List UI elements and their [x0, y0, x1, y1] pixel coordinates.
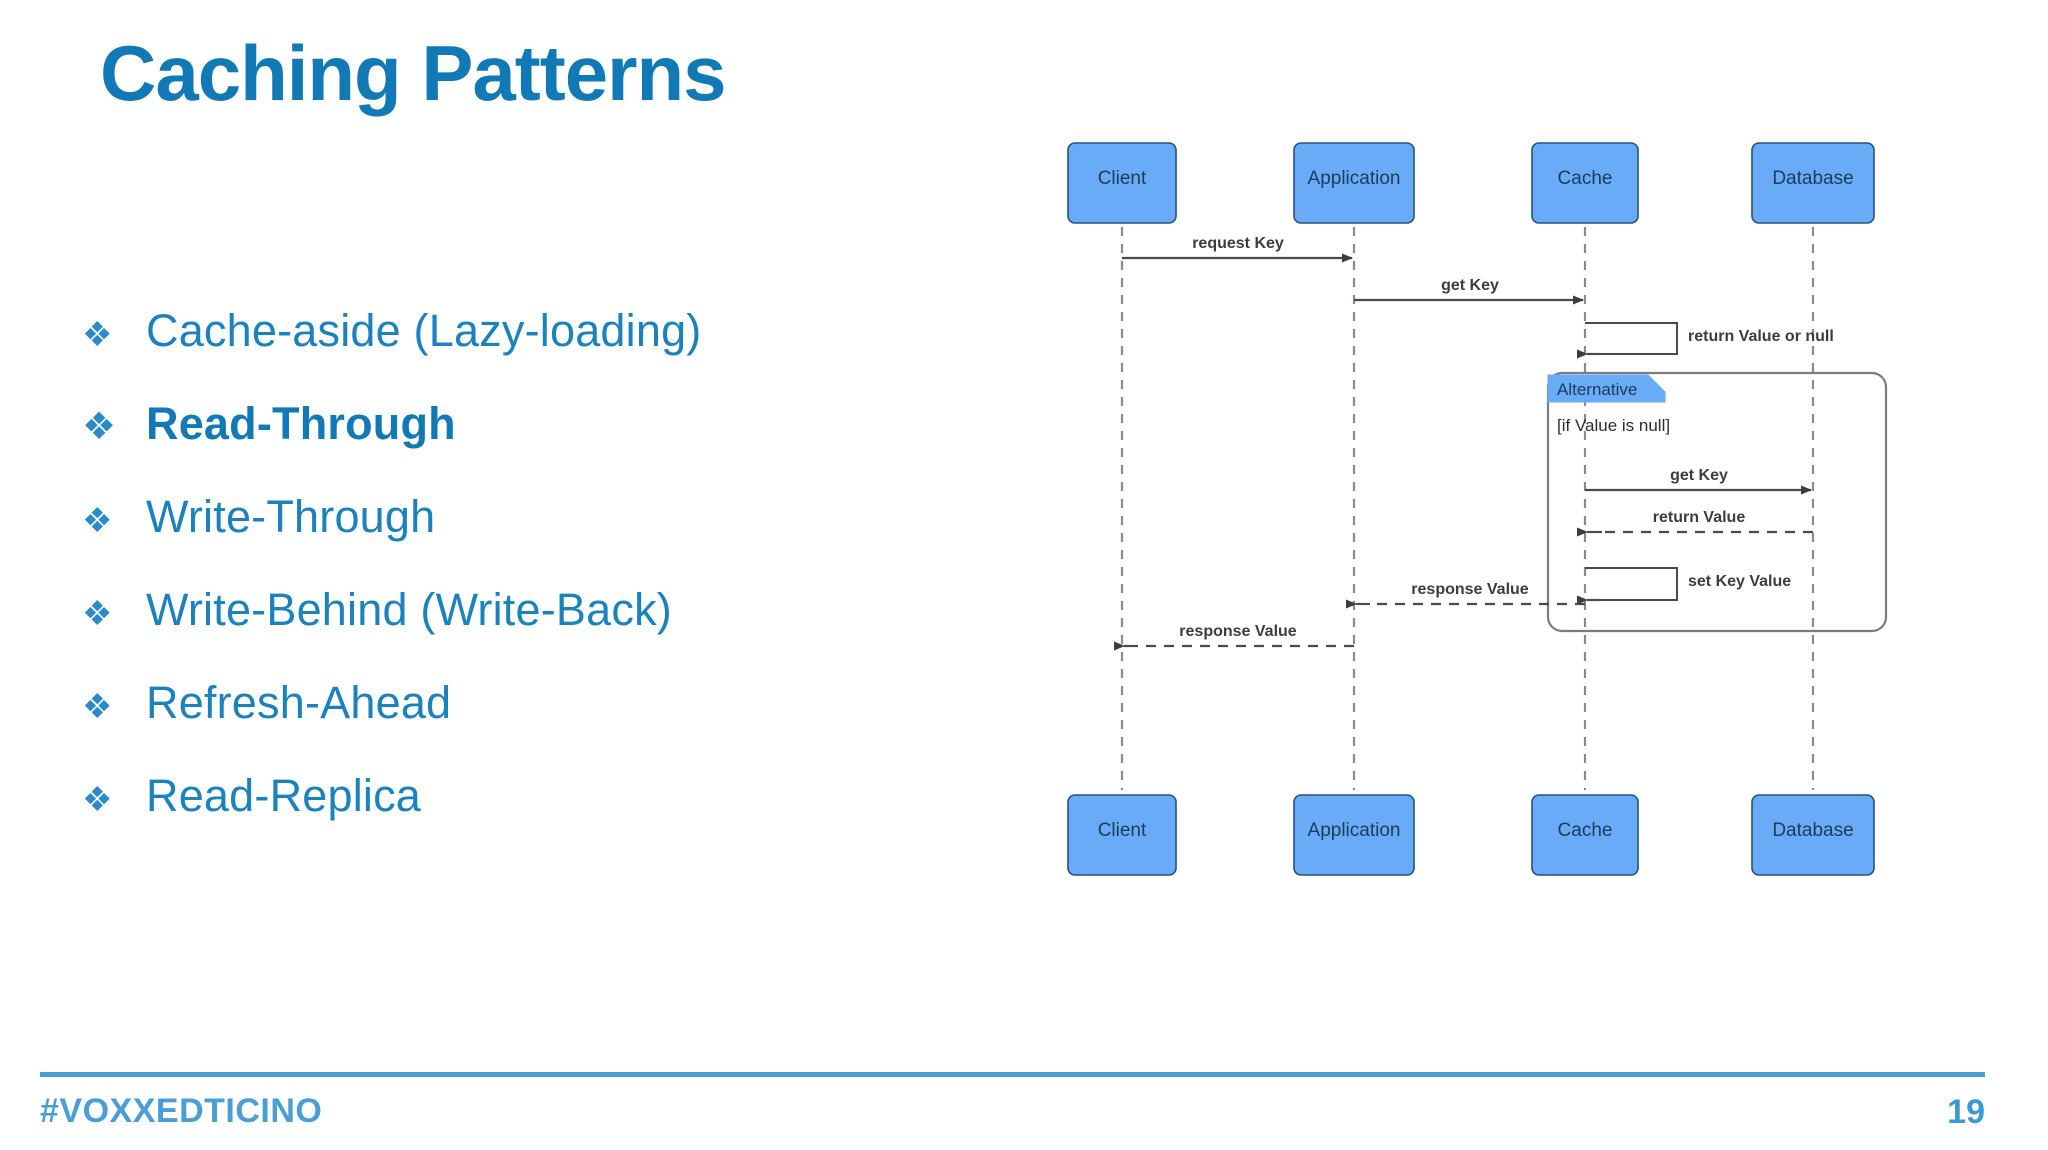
participant-box[interactable]: [1067, 142, 1177, 224]
participant-box[interactable]: [1293, 142, 1415, 224]
participant-footer-database[interactable]: Database: [1751, 794, 1875, 876]
message-label: return Value or null: [1688, 328, 1834, 345]
participant-box[interactable]: [1531, 142, 1639, 224]
self-message-loop: [1585, 322, 1678, 355]
message-label: get Key: [1441, 277, 1499, 294]
participant-footer-application[interactable]: Application: [1293, 794, 1415, 876]
message-get-key-app-cache: get Key: [1354, 277, 1584, 305]
self-message-loop: [1585, 567, 1678, 601]
diamond-bullet-icon: ❖: [82, 406, 117, 448]
participant-label: Application: [1308, 820, 1401, 841]
participant-label: Database: [1772, 168, 1853, 189]
participant-label: Client: [1098, 820, 1147, 841]
diamond-bullet-icon: ❖: [82, 595, 113, 633]
list-item[interactable]: ❖ Cache-aside (Lazy-loading): [82, 305, 882, 398]
message-request-key: request Key: [1122, 235, 1353, 263]
fragment-operator-tab: [1547, 374, 1666, 403]
participant-label: Cache: [1558, 168, 1613, 189]
caching-patterns-list: ❖ Cache-aside (Lazy-loading) ❖ Read-Thro…: [82, 305, 882, 863]
participant-footer-client[interactable]: Client: [1067, 794, 1177, 876]
lifelines: [1120, 210, 1815, 790]
message-label: response Value: [1179, 623, 1296, 640]
participant-label: Cache: [1558, 820, 1613, 841]
participant-label: Application: [1308, 168, 1401, 189]
message-label: get Key: [1670, 467, 1728, 484]
participant-header-application[interactable]: Application: [1293, 142, 1415, 224]
message-return-value-or-null: return Value or null: [1577, 322, 1834, 359]
message-response-value-app-client: response Value: [1114, 623, 1354, 651]
message-return-value: return Value: [1577, 509, 1813, 537]
footer-divider: [40, 1072, 1985, 1077]
participant-label: Database: [1772, 820, 1853, 841]
message-label: response Value: [1411, 581, 1528, 598]
list-item[interactable]: ❖ Read-Replica: [82, 770, 882, 863]
list-item-label: Refresh-Ahead: [146, 677, 452, 728]
fragment-operator-label: Alternative: [1557, 380, 1637, 399]
fragment-border: [1546, 371, 1888, 633]
message-label: request Key: [1192, 235, 1284, 252]
page-number: 19: [1947, 1093, 1985, 1131]
list-item[interactable]: ❖ Read-Through: [82, 398, 882, 491]
list-item-label: Read-Through: [146, 398, 456, 449]
participant-header-cache[interactable]: Cache: [1531, 142, 1639, 224]
list-item-label: Write-Through: [146, 491, 436, 542]
list-item-label: Read-Replica: [146, 770, 422, 821]
diamond-bullet-icon: ❖: [82, 316, 113, 354]
uml-sequence-diagram: Client Application Cache Database reques…: [1040, 130, 1940, 990]
fragment-alternative: Alternative [if Value is null] get Key r…: [1546, 371, 1888, 633]
list-item[interactable]: ❖ Write-Behind (Write-Back): [82, 584, 882, 677]
fragment-condition-label: [if Value is null]: [1557, 416, 1670, 435]
list-item-label: Write-Behind (Write-Back): [146, 584, 672, 635]
message-label: return Value: [1653, 509, 1746, 526]
participant-box[interactable]: [1751, 794, 1875, 876]
participant-header-database[interactable]: Database: [1751, 142, 1875, 224]
list-item[interactable]: ❖ Write-Through: [82, 491, 882, 584]
diamond-bullet-icon: ❖: [82, 688, 113, 726]
participant-box[interactable]: [1293, 794, 1415, 876]
list-item[interactable]: ❖ Refresh-Ahead: [82, 677, 882, 770]
diamond-bullet-icon: ❖: [82, 502, 113, 540]
participant-header-client[interactable]: Client: [1067, 142, 1177, 224]
footer-hashtag: #VOXXEDTICINO: [40, 1092, 323, 1130]
participant-box[interactable]: [1531, 794, 1639, 876]
participant-box[interactable]: [1751, 142, 1875, 224]
list-item-label: Cache-aside (Lazy-loading): [146, 305, 702, 356]
diamond-bullet-icon: ❖: [82, 781, 113, 819]
message-set-key-value: set Key Value: [1577, 567, 1791, 605]
participant-label: Client: [1098, 168, 1147, 189]
page-title: Caching Patterns: [100, 29, 726, 117]
message-response-value-cache-app: response Value: [1346, 581, 1585, 609]
participant-box[interactable]: [1067, 794, 1177, 876]
message-get-key-cache-db: get Key: [1585, 467, 1812, 495]
message-label: set Key Value: [1688, 573, 1791, 590]
participant-footer-cache[interactable]: Cache: [1531, 794, 1639, 876]
